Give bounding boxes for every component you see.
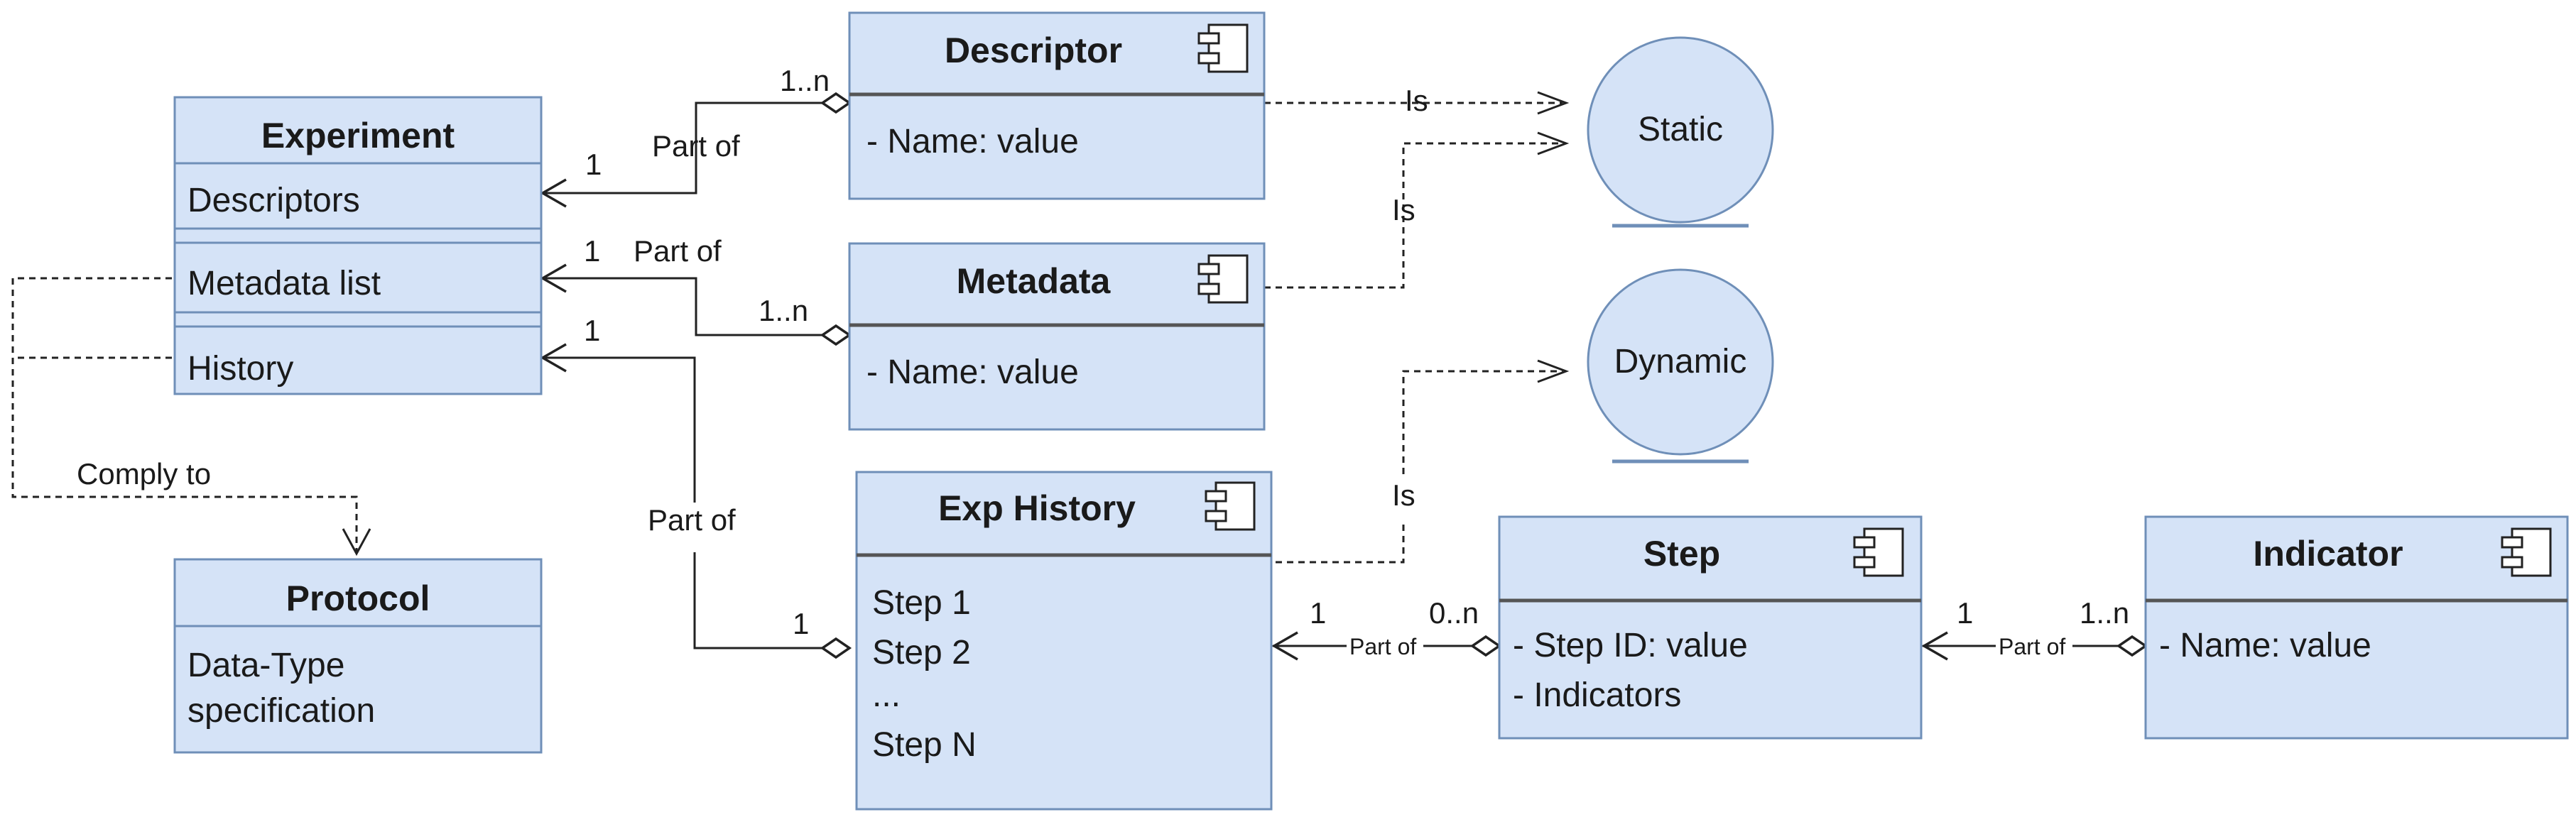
experiment-title: Experiment: [261, 116, 455, 155]
dynamic-label: Dynamic: [1614, 343, 1747, 380]
experiment-row-history: History: [188, 350, 293, 388]
metadata-title: Metadata: [957, 261, 1112, 301]
comply-to-connector: [11, 277, 371, 556]
part-of-label-exphistory: Part of: [648, 503, 736, 537]
step-row-id: - Step ID: value: [1513, 627, 1748, 664]
multiplicity-indicator: 1..n: [2080, 596, 2129, 630]
multiplicity-experiment-metadata: 1: [584, 234, 600, 268]
static-state: Static: [1587, 36, 1774, 228]
protocol-row-1: Data-Type: [188, 647, 344, 684]
exphistory-title: Exp History: [938, 488, 1136, 528]
exphistory-row-step1: Step 1: [872, 584, 971, 622]
metadata-static-is-connector: [1264, 131, 1570, 289]
part-of-label-step: Part of: [1349, 634, 1416, 659]
static-label: Static: [1638, 111, 1723, 148]
indicator-class: Indicator - Name: value: [2144, 515, 2569, 740]
descriptor-class: Descriptor - Name: value: [848, 11, 1266, 200]
descriptor-title: Descriptor: [945, 31, 1122, 70]
part-of-label-indicator: Part of: [1999, 634, 2065, 659]
indicator-step-connector: [1921, 631, 2148, 661]
exphistory-dynamic-is-connector: [1264, 359, 1570, 564]
indicator-row-name: - Name: value: [2159, 627, 2371, 664]
experiment-row-descriptors: Descriptors: [188, 182, 360, 219]
protocol-title: Protocol: [286, 579, 430, 618]
multiplicity-experiment-history: 1: [584, 314, 600, 347]
descriptor-row-name: - Name: value: [866, 123, 1079, 160]
metadata-row-name: - Name: value: [866, 353, 1079, 391]
is-label-exphistory: Is: [1392, 478, 1415, 512]
exphistory-row-step2: Step 2: [872, 634, 971, 671]
multiplicity-step-target: 1: [1310, 596, 1326, 630]
is-label-descriptor: Is: [1405, 84, 1428, 117]
dynamic-state: Dynamic: [1587, 268, 1774, 464]
connectors: [11, 91, 2148, 661]
experiment-class: Experiment Descriptors Metadata list His…: [173, 96, 543, 395]
multiplicity-step: 0..n: [1429, 596, 1479, 630]
step-row-indicators: - Indicators: [1513, 676, 1681, 714]
part-of-label-metadata: Part of: [634, 234, 722, 268]
multiplicity-metadata: 1..n: [759, 294, 808, 327]
descriptor-static-is-connector: [1264, 91, 1570, 115]
step-class: Step - Step ID: value - Indicators: [1498, 515, 1923, 740]
connector-labels: 1..n Part of 1 1 Part of 1..n 1 Part of …: [77, 64, 2129, 659]
comply-to-label: Comply to: [77, 457, 211, 490]
is-label-metadata: Is: [1392, 193, 1415, 226]
descriptor-experiment-connector: [540, 92, 852, 208]
metadata-experiment-connector: [540, 263, 852, 346]
indicator-title: Indicator: [2253, 534, 2403, 574]
protocol-row-2: specification: [188, 692, 375, 730]
multiplicity-experiment-descriptors: 1: [585, 148, 602, 181]
exphistory-experiment-connector: [540, 343, 852, 659]
protocol-class: Protocol Data-Type specification: [173, 558, 543, 754]
exphistory-class: Exp History Step 1 Step 2 ... Step N: [855, 471, 1273, 811]
exphistory-row-stepn: Step N: [872, 726, 977, 764]
metadata-class: Metadata - Name: value: [848, 242, 1266, 431]
part-of-label-descriptor: Part of: [652, 129, 740, 163]
multiplicity-exphistory: 1: [793, 607, 809, 640]
step-title: Step: [1643, 534, 1720, 574]
multiplicity-indicator-target: 1: [1957, 596, 1973, 630]
exphistory-row-ellipsis: ...: [872, 676, 901, 714]
experiment-row-metadata-list: Metadata list: [188, 265, 381, 302]
step-exphistory-connector: [1271, 631, 1502, 661]
multiplicity-descriptor: 1..n: [780, 64, 830, 97]
